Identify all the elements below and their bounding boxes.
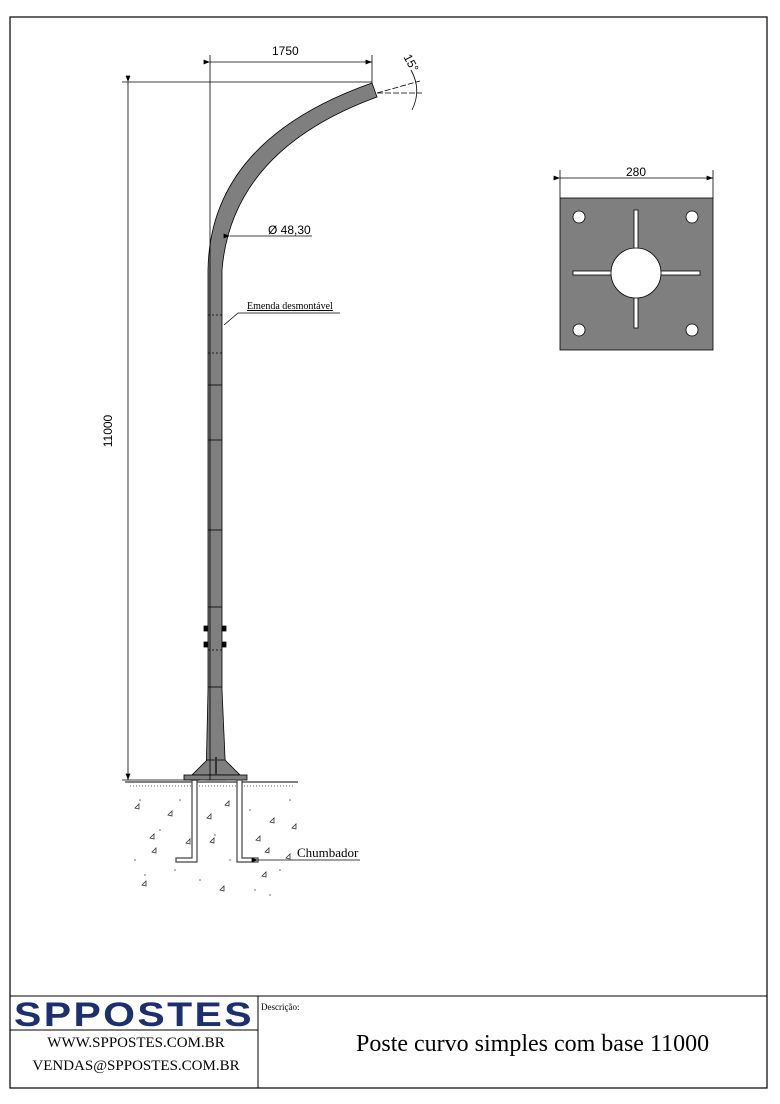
pole — [183, 82, 378, 781]
base-plate — [559, 197, 714, 351]
diameter-label: Ø 48,30 — [268, 223, 311, 237]
height-dimension: 11000 — [101, 414, 116, 448]
description-label: Descrição: — [261, 1002, 300, 1012]
description-title: Poste curvo simples com base 11000 — [356, 1031, 710, 1057]
svg-text:SPPOSTES: SPPOSTES — [14, 996, 254, 1034]
sheet-border — [9, 16, 768, 1089]
sppostes-logo: SPPOSTES — [14, 996, 254, 1034]
dimensions — [122, 55, 714, 863]
splice-label: Emenda desmontável — [247, 301, 333, 312]
email-text: VENDAS@SPPOSTES.COM.BR — [32, 1058, 240, 1074]
plate-width-dimension: 280 — [626, 165, 647, 179]
anchor-bolt-label: Chumbador — [297, 845, 359, 860]
foundation — [125, 779, 298, 896]
width-dimension: 1750 — [272, 44, 299, 58]
website-text: WWW.SPPOSTES.COM.BR — [47, 1035, 225, 1051]
